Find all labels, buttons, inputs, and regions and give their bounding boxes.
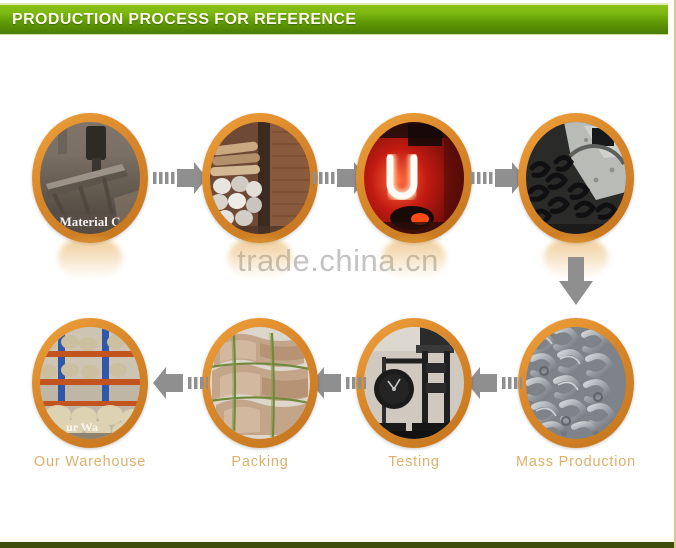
arrow-left-icon-1 [466,366,522,400]
node-photo-red-hot-forging [364,122,464,234]
process-node-mass-production: Mass Production [516,318,635,470]
node-photo-material-conveyor: Material C [40,122,140,234]
node-overlay-text: Material C [59,214,120,229]
process-node-packing: Packing [202,318,318,470]
node-photo-warehouse-shelves: ur Wa [40,327,140,439]
right-edge-rule [674,0,676,548]
node-photo-testing-machine [364,327,464,439]
process-node-our-warehouse: ur Wa Our Warehouse [32,318,148,470]
node-overlay-text: ur Wa [66,420,98,434]
node-caption-our-warehouse: Our Warehouse [33,454,147,470]
node-caption-packing: Packing [231,454,289,470]
node-photo-packing-bundles [210,327,310,439]
node-caption-testing: Testing [388,454,440,470]
node-glow [58,237,122,279]
node-photo-black-forged-hooks [526,122,626,234]
bottom-rule-highlight [0,539,676,542]
node-glow [228,237,292,279]
process-node-material-cutting: Material C [32,113,148,279]
process-node-heating-forging [356,113,472,279]
page-title: PRODUCTION PROCESS FOR REFERENCE [12,10,357,28]
node-photo-galvanized-hooks [526,327,626,439]
process-node-forged-parts [518,113,634,279]
arrow-right-icon-3 [470,161,526,195]
node-caption-mass-production: Mass Production [516,454,636,470]
process-node-steel-bars [202,113,318,279]
header-banner: PRODUCTION PROCESS FOR REFERENCE [0,3,668,35]
node-photo-steel-bars-furnace [210,122,310,234]
arrow-down-icon [556,255,596,309]
process-node-testing: Testing [356,318,472,470]
arrow-right-icon-1 [152,161,208,195]
node-glow [382,237,446,279]
arrow-left-icon-2 [310,366,366,400]
arrow-left-icon-3 [152,366,208,400]
bottom-rule [0,542,676,548]
